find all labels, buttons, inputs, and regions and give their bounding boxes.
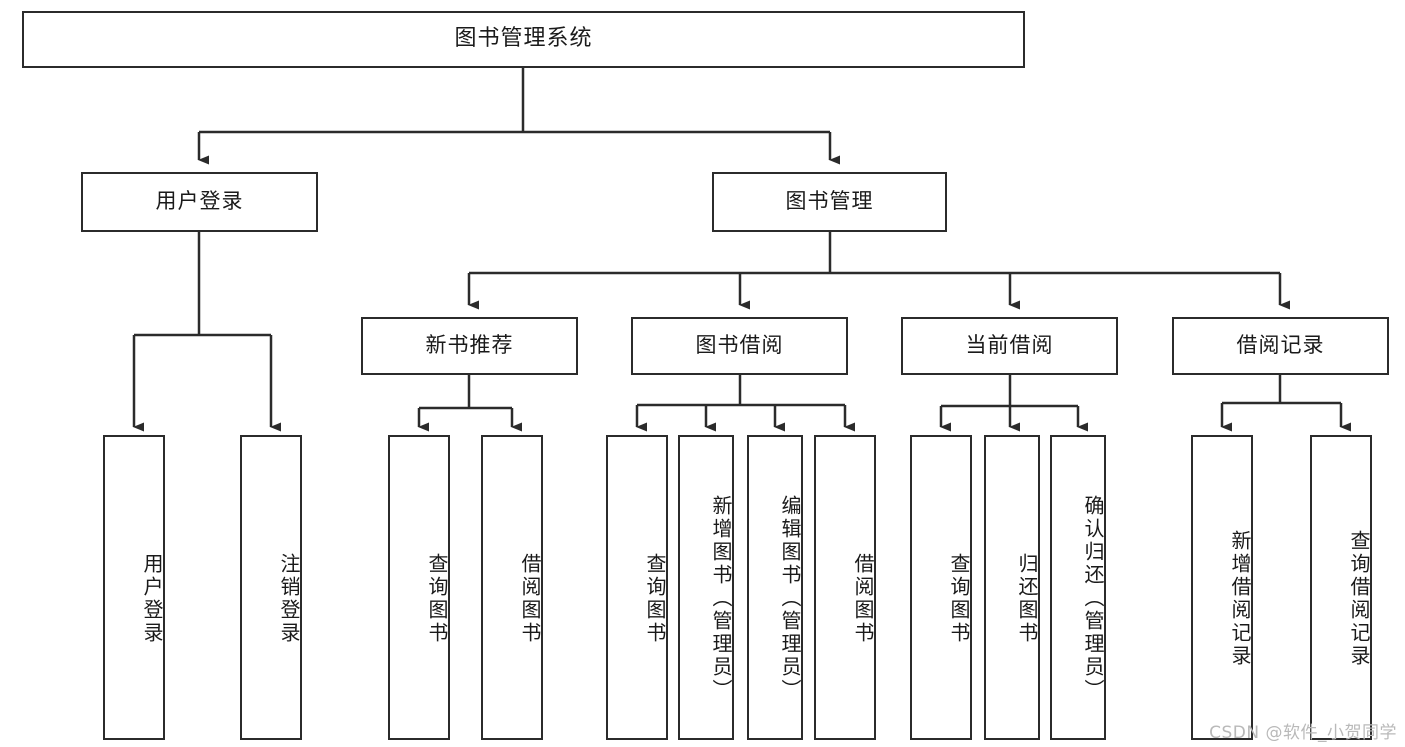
node-label: 归还图书 [1015, 552, 1039, 645]
node-label: 借阅记录 [1236, 333, 1325, 358]
node-label: 图书管理 [785, 189, 874, 214]
node-book-management[interactable]: 图书管理 [712, 172, 947, 232]
node-label: 图书借阅 [695, 333, 784, 358]
node-label: 借阅图书 [518, 552, 542, 645]
node-label: 查询图书 [643, 552, 667, 645]
leaf-record-query-record[interactable]: 查询借阅记录 [1310, 435, 1372, 740]
node-label: 用户登录 [155, 189, 244, 214]
leaf-borrow-add-book[interactable]: 新增图书（管理员） [678, 435, 734, 740]
leaf-current-confirm-return[interactable]: 确认归还（管理员） [1050, 435, 1106, 740]
leaf-new-book-borrow[interactable]: 借阅图书 [481, 435, 543, 740]
node-book-borrow[interactable]: 图书借阅 [631, 317, 848, 375]
node-current-borrow[interactable]: 当前借阅 [901, 317, 1118, 375]
node-label: 借阅图书 [851, 552, 875, 645]
node-label: 用户登录 [140, 552, 164, 645]
node-root-system[interactable]: 图书管理系统 [22, 11, 1025, 68]
leaf-borrow-edit-book[interactable]: 编辑图书（管理员） [747, 435, 803, 740]
leaf-user-login-logout[interactable]: 注销登录 [240, 435, 302, 740]
node-user-login[interactable]: 用户登录 [81, 172, 318, 232]
node-label: 新书推荐 [425, 333, 514, 358]
node-label: 当前借阅 [965, 333, 1054, 358]
leaf-borrow-query-book[interactable]: 查询图书 [606, 435, 668, 740]
node-label: 查询借阅记录 [1347, 529, 1371, 668]
leaf-current-query-book[interactable]: 查询图书 [910, 435, 972, 740]
node-label: 编辑图书（管理员） [778, 495, 802, 702]
node-label: 新增图书（管理员） [709, 495, 733, 702]
leaf-borrow-borrow-book[interactable]: 借阅图书 [814, 435, 876, 740]
leaf-user-login-login[interactable]: 用户登录 [103, 435, 165, 740]
leaf-current-return-book[interactable]: 归还图书 [984, 435, 1040, 740]
leaf-new-book-query[interactable]: 查询图书 [388, 435, 450, 740]
node-label: 新增借阅记录 [1228, 529, 1252, 668]
node-label: 注销登录 [277, 552, 301, 645]
node-label: 图书管理系统 [454, 26, 593, 52]
node-borrow-record[interactable]: 借阅记录 [1172, 317, 1389, 375]
leaf-record-add-record[interactable]: 新增借阅记录 [1191, 435, 1253, 740]
node-label: 查询图书 [947, 552, 971, 645]
watermark-text: CSDN @软件_小贺同学 [1209, 723, 1397, 743]
node-new-book-recommend[interactable]: 新书推荐 [361, 317, 578, 375]
node-label: 确认归还（管理员） [1081, 495, 1105, 702]
node-label: 查询图书 [425, 552, 449, 645]
